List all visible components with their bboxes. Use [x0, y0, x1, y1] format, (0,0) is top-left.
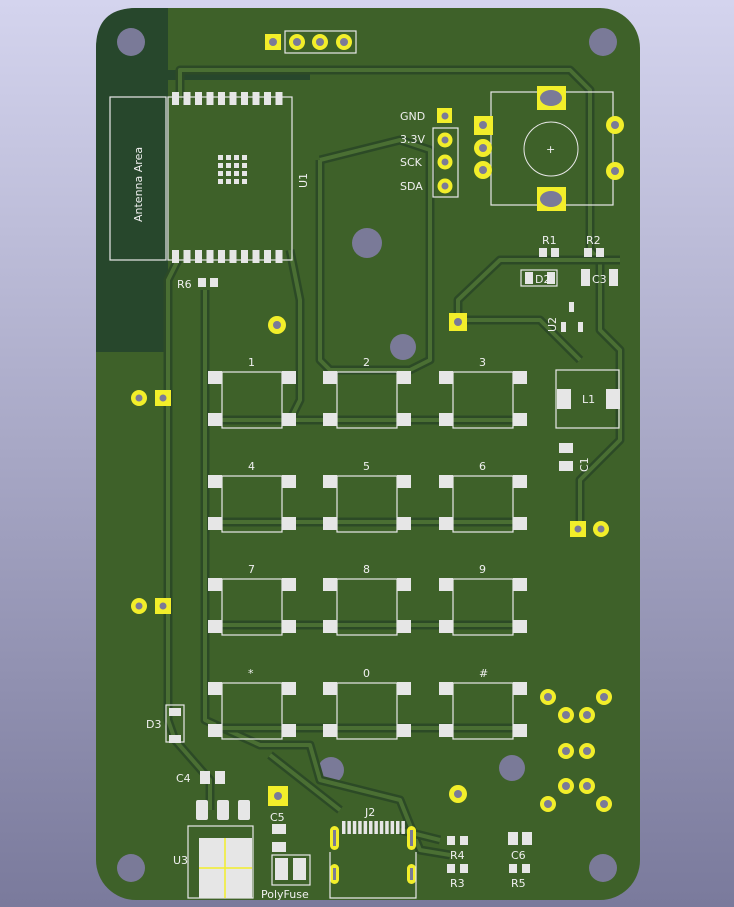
- c6-label: C6: [511, 849, 526, 862]
- svg-text:3.3V: 3.3V: [400, 133, 425, 146]
- keypad-key-label: 2: [363, 356, 370, 369]
- keypad-key-label: 0: [363, 667, 370, 680]
- keypad-switch: 5: [323, 460, 411, 533]
- antenna-area-label: Antenna Area: [132, 147, 145, 222]
- keypad-key-label: *: [248, 667, 254, 680]
- svg-text:+: +: [546, 143, 555, 156]
- keypad: 1 2 3 4 5 6 7 8 9 * 0 #: [208, 356, 527, 740]
- c4-label: C4: [176, 772, 191, 785]
- keypad-switch: 1: [208, 356, 296, 429]
- keypad-switch: 8: [323, 563, 411, 636]
- r1-label: R1: [542, 234, 557, 247]
- keypad-key-label: #: [479, 667, 488, 680]
- r3-label: R3: [450, 877, 465, 890]
- keypad-switch: 3: [439, 356, 527, 429]
- encoder-footprint: +: [474, 86, 624, 211]
- c5-label: C5: [270, 811, 285, 824]
- keypad-switch: 0: [323, 667, 411, 740]
- keypad-key-label: 8: [363, 563, 370, 576]
- keypad-key-label: 1: [248, 356, 255, 369]
- keypad-switch: 4: [208, 460, 296, 533]
- keypad-switch: 7: [208, 563, 296, 636]
- u1-module: U1: [167, 92, 310, 263]
- u2-label: U2: [546, 317, 559, 332]
- keypad-key-label: 6: [479, 460, 486, 473]
- keypad-switch: 2: [323, 356, 411, 429]
- svg-text:J2: J2: [364, 806, 375, 819]
- keypad-key-label: 3: [479, 356, 486, 369]
- d2-label: D2: [535, 273, 550, 286]
- keypad-key-label: 7: [248, 563, 255, 576]
- keypad-switch: #: [439, 667, 527, 740]
- keypad-switch: 9: [439, 563, 527, 636]
- l1-label: L1: [582, 393, 595, 406]
- r4-label: R4: [450, 849, 465, 862]
- u3-label: U3: [173, 854, 188, 867]
- antenna-keepout-fill: [96, 8, 310, 352]
- keypad-key-label: 5: [363, 460, 370, 473]
- spi-header: GND 3.3V SCK SDA: [400, 108, 459, 198]
- polyfuse-label: PolyFuse: [261, 888, 309, 901]
- c1-label: C1: [578, 457, 591, 472]
- svg-text:GND: GND: [400, 110, 425, 123]
- r6-label: R6: [177, 278, 192, 291]
- usb-connector-j2: J2: [329, 806, 417, 899]
- pcb-board: [96, 8, 640, 900]
- keypad-key-label: 4: [248, 460, 255, 473]
- u1-label: U1: [297, 173, 310, 188]
- r5-label: R5: [511, 877, 526, 890]
- keypad-key-label: 9: [479, 563, 486, 576]
- keypad-switch: *: [208, 667, 296, 740]
- c3-label: C3: [592, 273, 607, 286]
- r2-label: R2: [586, 234, 601, 247]
- svg-text:SDA: SDA: [400, 180, 423, 193]
- mounting-holes: [117, 28, 617, 882]
- d3-label: D3: [146, 718, 161, 731]
- right-side-through-holes: [540, 689, 612, 812]
- keypad-switch: 6: [439, 460, 527, 533]
- copper-traces: [163, 65, 625, 860]
- top-header-connector: [265, 30, 357, 54]
- svg-text:SCK: SCK: [400, 156, 423, 169]
